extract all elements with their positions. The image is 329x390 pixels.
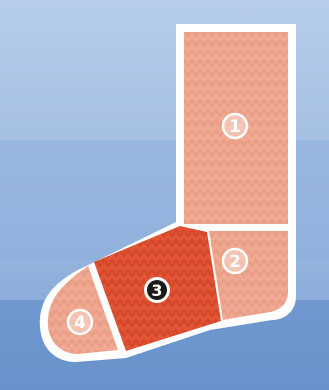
svg-text:1: 1 bbox=[229, 117, 241, 137]
label-4: 4 bbox=[68, 310, 92, 334]
label-2: 2 bbox=[223, 249, 247, 273]
label-1: 1 bbox=[223, 114, 247, 138]
svg-text:3: 3 bbox=[151, 281, 162, 300]
svg-text:2: 2 bbox=[229, 252, 241, 272]
label-3: 3 bbox=[144, 277, 170, 303]
svg-text:4: 4 bbox=[74, 313, 86, 333]
